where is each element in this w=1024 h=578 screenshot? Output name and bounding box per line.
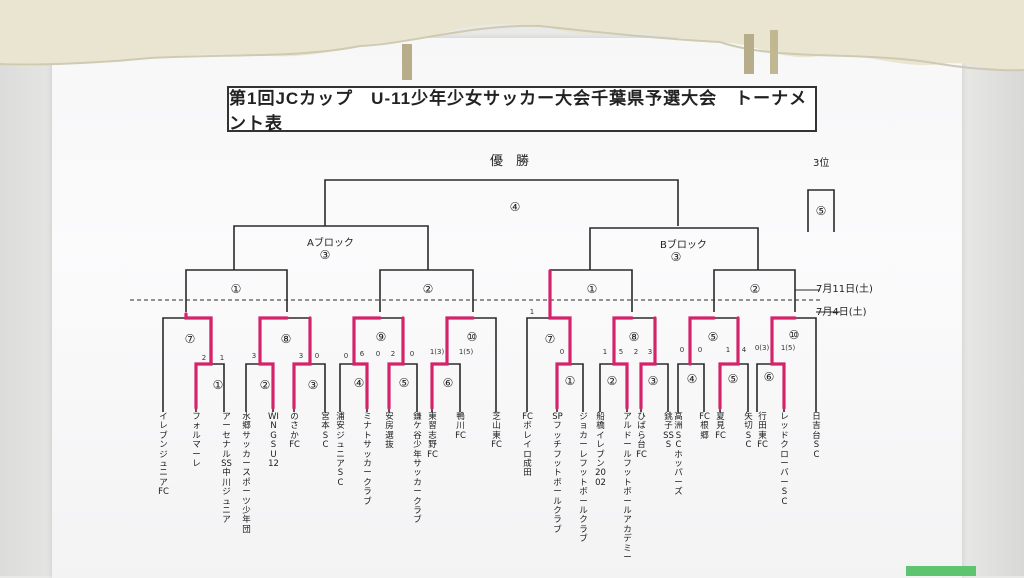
date-lower: 7月4日(土) [816, 307, 867, 318]
score: 0 [375, 350, 381, 358]
team-name: 芝山東FC [491, 412, 502, 451]
team-name: FCボレイロ成田 [522, 412, 533, 479]
match-b-r1-5: ⑤ [727, 372, 739, 386]
match-a-r1-4: ④ [353, 376, 365, 390]
team-name: FC根郷 [699, 412, 710, 441]
team-name: 浦安ジュニアSC [336, 412, 345, 488]
score: 5 [618, 348, 624, 356]
score: 2 [390, 350, 396, 358]
match-a10: ⑩ [466, 330, 478, 344]
team-name: 日吉台SC [812, 412, 821, 460]
score: 1 [219, 354, 225, 362]
team-name: 矢切SC [744, 412, 753, 451]
score: 3 [647, 348, 653, 356]
team-name: イレブンジュニアFC [158, 412, 169, 498]
team-name: 銚子SSS [663, 412, 674, 451]
score: 2 [633, 348, 639, 356]
match-b-r1-6: ⑥ [763, 370, 775, 384]
third-place-label: 3位 [813, 158, 830, 169]
match-final: ④ [509, 200, 521, 214]
green-object [906, 566, 976, 576]
team-name: 宮本SC [321, 412, 330, 451]
score: 1 [602, 348, 608, 356]
team-name: 水郷サッカースポーツ少年団 [242, 412, 251, 535]
team-name: 船橋イレブン2002 [595, 412, 606, 488]
match-b5: ⑤ [707, 330, 719, 344]
match-a7: ⑦ [184, 332, 196, 346]
team-name: アーセナルSS中川ジュニア [221, 412, 232, 526]
score: 4 [741, 346, 747, 354]
score: 1 [725, 346, 731, 354]
team-name: フォルマーレ [192, 412, 201, 470]
team-name: 鎌ケ谷少年サッカークラブ [413, 412, 422, 526]
match-b1: ① [586, 282, 598, 296]
team-name: 行田東FC [757, 412, 768, 451]
match-b8: ⑧ [628, 330, 640, 344]
score: 1 [529, 308, 535, 316]
match-b-r1-4: ④ [686, 372, 698, 386]
block-a-label: Aブロック [307, 238, 354, 249]
match-b2: ② [749, 282, 761, 296]
match-third: ⑤ [815, 204, 827, 218]
final-label: 優 勝 [490, 154, 530, 169]
team-name: アルドールフットボールアカデミー [623, 412, 632, 564]
team-name: ひばら台FC [636, 412, 647, 460]
match-b-block-final: ③ [670, 250, 682, 264]
match-a-r1-1: ① [212, 378, 224, 392]
match-b10: ⑩ [788, 328, 800, 342]
score: 0 [679, 346, 685, 354]
date-upper: 7月11日(土) [816, 284, 873, 295]
team-name: ジョカーレフットボールクラブ [579, 412, 588, 545]
score: 0 [697, 346, 703, 354]
score: 1(3) [429, 348, 445, 356]
score: 1(5) [780, 344, 796, 352]
team-name: 東習志野FC [427, 412, 438, 460]
team-name: 鴨川FC [455, 412, 466, 441]
score: 0 [559, 348, 565, 356]
score: 0 [343, 352, 349, 360]
match-b-r1-3: ③ [647, 374, 659, 388]
match-a-r1-6: ⑥ [442, 376, 454, 390]
score: 3 [251, 352, 257, 360]
match-b7: ⑦ [544, 332, 556, 346]
match-a-r1-5: ⑤ [398, 376, 410, 390]
score: 3 [298, 352, 304, 360]
team-name: WINGS U12 [268, 412, 279, 470]
score: 2 [201, 354, 207, 362]
match-a1: ① [230, 282, 242, 296]
team-name: 夏見FC [715, 412, 726, 441]
wall-left [0, 0, 60, 576]
team-name: ミナトサッカークラブ [363, 412, 372, 507]
match-a8: ⑧ [280, 332, 292, 346]
team-name: レッドクローバーSC [780, 412, 789, 507]
score: 0 [409, 350, 415, 358]
score: 1(5) [458, 348, 474, 356]
match-a9: ⑨ [375, 330, 387, 344]
score: 0(3) [754, 344, 770, 352]
match-b-r1-1: ① [564, 374, 576, 388]
curtain [0, 0, 1024, 80]
match-a2: ② [422, 282, 434, 296]
page-title: 第1回JCカップ U-11少年少女サッカー大会千葉県予選大会 トーナメント表 [227, 86, 817, 133]
match-a-r1-2: ② [259, 378, 271, 392]
team-name: 高洲SCホッパーズ [674, 412, 683, 498]
match-a-r1-3: ③ [307, 378, 319, 392]
match-b-r1-2: ② [606, 374, 618, 388]
score: 6 [359, 350, 365, 358]
score: 0 [314, 352, 320, 360]
team-name: SPフッチフットボールクラブ [552, 412, 563, 535]
team-name: 安房選抜 [385, 412, 394, 451]
block-b-label: Bブロック [660, 240, 707, 251]
team-name: のさかFC [289, 412, 300, 451]
match-a-block-final: ③ [319, 248, 331, 262]
